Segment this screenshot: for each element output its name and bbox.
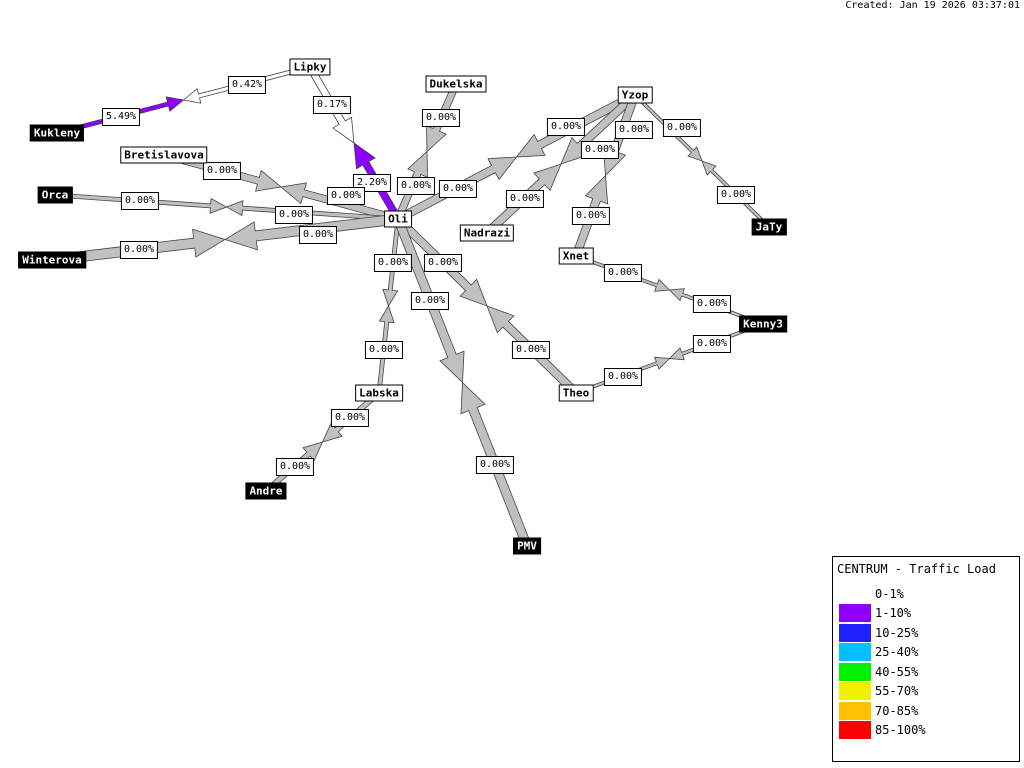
- node-theo[interactable]: Theo: [558, 384, 594, 402]
- node-lipky[interactable]: Lipky: [289, 58, 331, 76]
- legend-item: 1-10%: [839, 604, 911, 623]
- node-bretislavova[interactable]: Bretislavova: [120, 146, 208, 164]
- node-yzop[interactable]: Yzop: [617, 86, 653, 104]
- link-load-label[interactable]: 0.00%: [326, 187, 366, 205]
- link-load-label[interactable]: 0.00%: [423, 254, 463, 272]
- link-load-label[interactable]: 0.00%: [546, 118, 586, 136]
- link-load-label[interactable]: 0.00%: [410, 292, 450, 310]
- legend-label: 85-100%: [875, 723, 926, 737]
- legend-label: 25-40%: [875, 645, 919, 659]
- legend-label: 1-10%: [875, 606, 912, 620]
- legend: CENTRUM - Traffic Load 0-1% 1-10% 10-25% 25…: [832, 556, 1020, 762]
- legend-label: 70-85%: [875, 703, 919, 718]
- node-kenny3[interactable]: Kenny3: [739, 315, 787, 333]
- legend-swatch: [839, 721, 871, 739]
- legend-label: 0-1%: [875, 586, 904, 601]
- link-load-label[interactable]: 0.00%: [364, 341, 404, 359]
- node-jaty[interactable]: JaTy: [751, 218, 787, 236]
- legend-swatch: [839, 623, 871, 642]
- link-load-label[interactable]: 0.00%: [119, 241, 159, 259]
- link-load-label[interactable]: 0.00%: [511, 341, 551, 359]
- link-load-label[interactable]: 0.00%: [692, 335, 732, 353]
- link-load-label[interactable]: 0.00%: [120, 192, 160, 210]
- legend-swatch: [839, 662, 871, 681]
- link-load-label[interactable]: 5.49%: [101, 108, 141, 126]
- legend-item: 55-70%: [839, 682, 918, 701]
- link-load-label[interactable]: 0.00%: [505, 190, 545, 208]
- legend-item: 70-85%: [839, 701, 918, 720]
- node-kukleny[interactable]: Kukleny: [29, 124, 85, 142]
- link-load-label[interactable]: 0.00%: [662, 119, 702, 137]
- legend-label: 55-70%: [875, 684, 919, 698]
- link-load-label[interactable]: 0.00%: [716, 186, 756, 204]
- legend-swatch: [839, 701, 871, 720]
- node-nadrazi[interactable]: Nadrazi: [459, 224, 515, 242]
- legend-item: 10-25%: [839, 623, 918, 642]
- node-andre[interactable]: Andre: [245, 482, 287, 500]
- link-load-label[interactable]: 0.00%: [603, 264, 643, 282]
- link-load-label[interactable]: 0.00%: [692, 295, 732, 313]
- node-dukelska[interactable]: Dukelska: [425, 75, 487, 93]
- link-load-label[interactable]: 0.00%: [274, 206, 314, 224]
- link-load-label[interactable]: 0.00%: [396, 177, 436, 195]
- link-load-label[interactable]: 0.42%: [227, 76, 267, 94]
- node-labska[interactable]: Labska: [355, 384, 403, 402]
- link-load-label[interactable]: 0.00%: [438, 180, 478, 198]
- link-load-label[interactable]: 0.00%: [330, 409, 370, 427]
- link-load-label[interactable]: 0.17%: [312, 96, 352, 114]
- legend-title: CENTRUM - Traffic Load: [837, 562, 996, 576]
- legend-swatch: [839, 604, 871, 622]
- legend-label: 10-25%: [875, 625, 919, 640]
- node-xnet[interactable]: Xnet: [558, 247, 594, 265]
- node-winterova[interactable]: Winterova: [18, 251, 86, 269]
- link-load-label[interactable]: 0.00%: [603, 368, 643, 386]
- node-orca[interactable]: Orca: [37, 186, 73, 204]
- link-load-label[interactable]: 0.00%: [571, 207, 611, 225]
- legend-item: 25-40%: [839, 643, 918, 662]
- link-load-label[interactable]: 0.00%: [421, 109, 461, 127]
- created-timestamp: Created: Jan 19 2026 03:37:01: [845, 0, 1020, 11]
- link-load-label[interactable]: 0.00%: [373, 254, 413, 272]
- node-oli[interactable]: Oli: [384, 210, 412, 228]
- link-load-label[interactable]: 0.00%: [298, 226, 338, 244]
- link-load-label[interactable]: 0.00%: [580, 141, 620, 159]
- legend-swatch: [839, 643, 871, 661]
- legend-swatch: [839, 682, 871, 700]
- legend-item: 0-1%: [839, 584, 904, 603]
- legend-label: 40-55%: [875, 664, 919, 679]
- legend-item: 85-100%: [839, 721, 926, 740]
- node-pmv[interactable]: PMV: [513, 537, 541, 555]
- legend-swatch: [839, 584, 871, 603]
- legend-item: 40-55%: [839, 662, 918, 681]
- link-arrow-orca-oli: [54, 192, 228, 214]
- link-load-label[interactable]: 0.00%: [202, 162, 242, 180]
- link-load-label[interactable]: 0.00%: [475, 456, 515, 474]
- link-load-label[interactable]: 0.00%: [614, 121, 654, 139]
- link-load-label[interactable]: 0.00%: [275, 458, 315, 476]
